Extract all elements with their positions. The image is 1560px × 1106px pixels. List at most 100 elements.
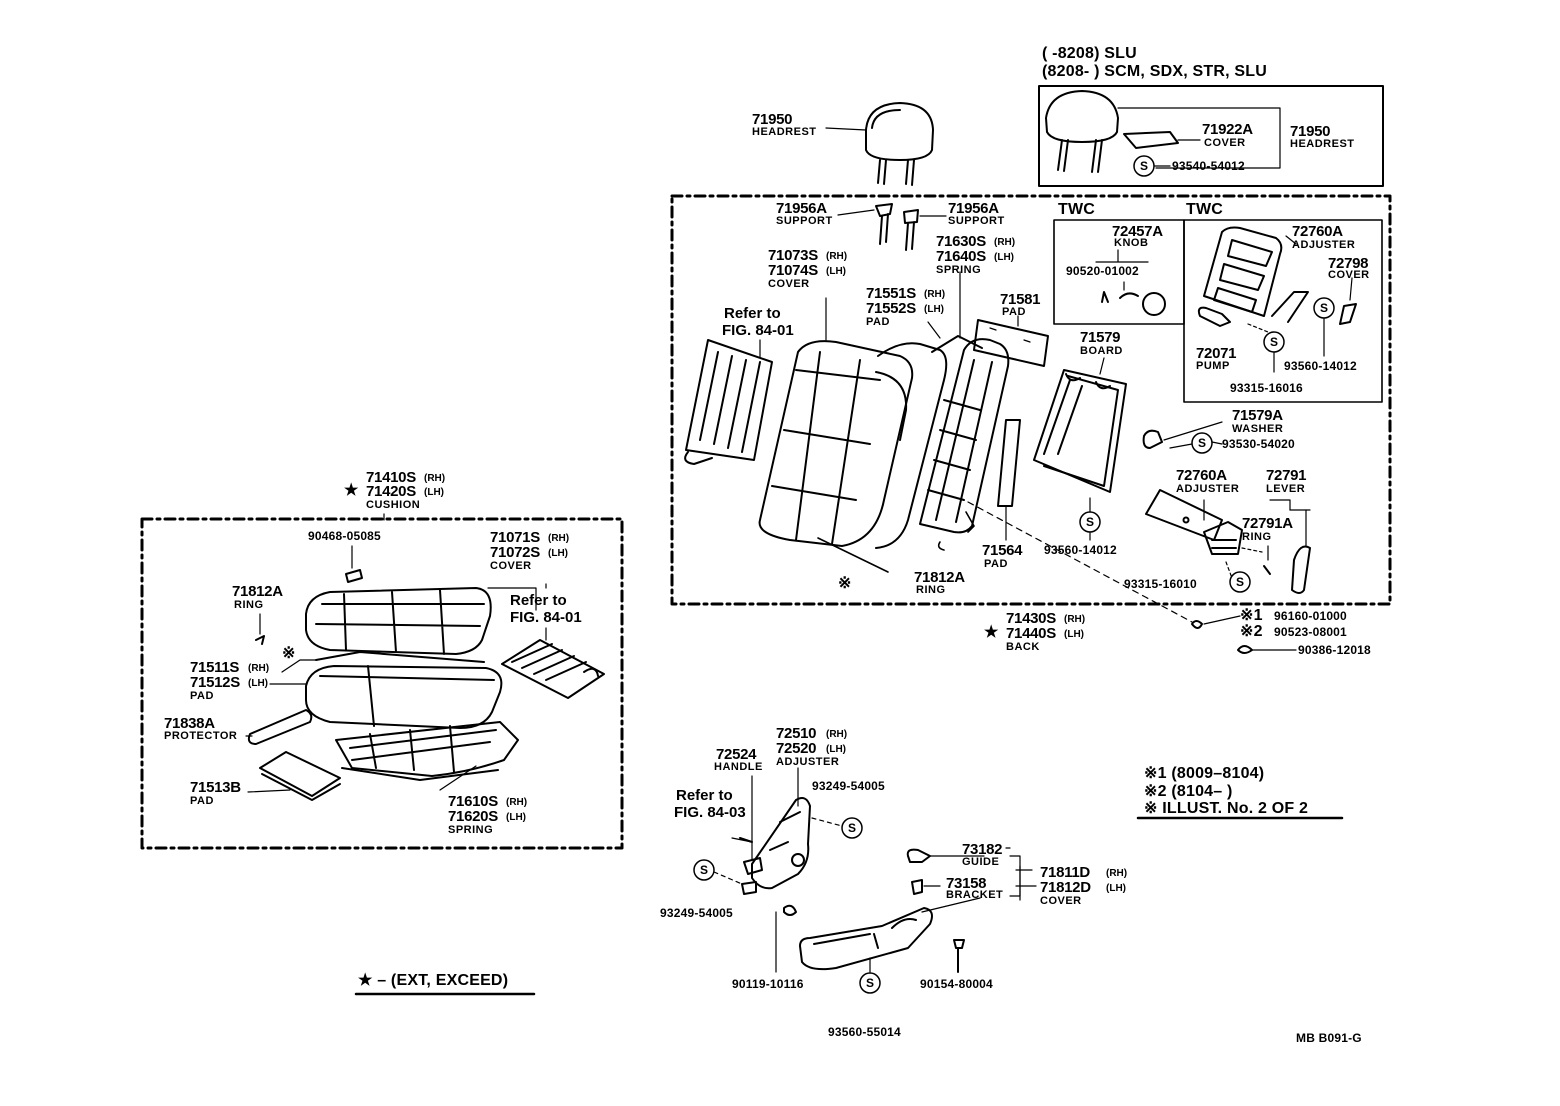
part-71072S: 71072S [490,544,540,561]
part-71922A: 71922A [1202,121,1253,138]
note-2: ※2 (8104– ) [1144,783,1233,800]
part-71956A-right: 71956A [948,200,999,217]
part-name-knob: KNOB [1114,237,1149,249]
part-name-ring-left: RING [234,599,264,611]
part-93249-54005-right: 93249-54005 [812,779,885,793]
part-71513B: 71513B [190,779,241,796]
part-name-headrest-top: HEADREST [752,126,817,138]
part-name-lever: LEVER [1266,483,1306,495]
part-73158: 73158 [946,875,987,892]
part-name-cover-back: COVER [768,278,810,290]
twc-adjuster-box [1183,219,1383,403]
cushion-drawing [247,569,605,801]
s-mark: S [848,821,857,835]
lh-label-1: (LH) [826,266,846,277]
s-mark: S [1320,301,1329,315]
part-71579: 71579 [1080,329,1121,346]
part-name-protector: PROTECTOR [164,730,238,742]
part-name-ring-72791A: RING [1242,531,1272,543]
s-mark: S [1140,159,1149,173]
s-mark: S [1198,436,1207,450]
part-90119-10116: 90119-10116 [732,977,804,991]
fig-84-03-label: FIG. 84-03 [674,804,746,821]
slu-range-label: ( -8208) SLU [1042,45,1137,62]
part-name-ring-mid: RING [916,584,946,596]
washer-drawing [1142,429,1163,449]
part-90468-05085: 90468-05085 [308,529,381,543]
lh-label-3: (LH) [924,304,944,315]
part-93560-55014: 93560-55014 [828,1025,901,1039]
star-note: ★ – (EXT, EXCEED) [358,972,509,989]
part-72760A-top: 72760A [1292,223,1343,240]
part-72798: 72798 [1328,255,1369,272]
lh-label-10: (LH) [1106,883,1126,894]
part-72760A-mid: 72760A [1176,467,1227,484]
part-name-guide: GUIDE [962,856,1000,868]
part-name-spring-cushion: SPRING [448,824,494,836]
part-name-adjuster-bottom: ADJUSTER [776,756,840,768]
part-93530-54020: 93530-54020 [1222,437,1295,451]
part-name-cover-71811D: COVER [1040,895,1082,907]
rh-label-1: (RH) [826,251,848,262]
asterisk-1: ※1 [1240,607,1263,624]
seat-adjuster-drawing [739,797,811,916]
part-72510: 72510 [776,725,817,742]
part-71420S: 71420S [366,483,416,500]
asterisk-2: ※2 [1240,623,1263,640]
part-72791: 72791 [1266,467,1307,484]
refer-to-label-2: Refer to [510,592,567,609]
adjuster-72760A-drawing [1145,489,1243,555]
part-name-support-left: SUPPORT [776,215,833,227]
part-93249-54005-left: 93249-54005 [660,906,733,920]
part-90154-80004: 90154-80004 [920,977,993,991]
pad-71564-drawing [997,419,1021,507]
s-mark: S [1236,575,1245,589]
part-71512S: 71512S [190,674,240,691]
part-name-adjuster-top: ADJUSTER [1292,239,1356,251]
part-name-cover-cushion: COVER [490,560,532,572]
slu-range-label-2: (8208- ) SCM, SDX, STR, SLU [1042,63,1267,80]
cushion-group-border [140,517,624,850]
part-93560-14012-mid: 93560-14012 [1044,543,1117,557]
part-72520: 72520 [776,740,817,757]
part-name-pad-71581: PAD [1002,306,1026,318]
part-71610S: 71610S [448,793,498,810]
part-71552S: 71552S [866,300,916,317]
slu-headrest-box [1038,85,1384,187]
part-name-washer: WASHER [1232,423,1284,435]
back-cover-panel-drawing [684,339,773,465]
fig-84-01-label-1: FIG. 84-01 [722,322,794,339]
note-3: ※ ILLUST. No. 2 OF 2 [1144,800,1309,817]
part-name-bracket: BRACKET [946,889,1004,901]
s-mark: S [1086,515,1095,529]
rh-label-2: (RH) [994,237,1016,248]
part-name-handle: HANDLE [714,761,763,773]
part-93315-16016: 93315-16016 [1230,381,1303,395]
twc-label-2: TWC [1186,201,1224,218]
part-71074S: 71074S [768,262,818,279]
figure-code: MB B091-G [1296,1031,1362,1045]
part-71581: 71581 [1000,291,1041,308]
lh-label-4: (LH) [1064,629,1084,640]
rh-label-6: (RH) [548,533,570,544]
part-name-pad-71511: PAD [190,690,214,702]
part-93540-54012: 93540-54012 [1172,159,1245,173]
rh-label-10: (RH) [1106,868,1128,879]
part-71950-box: 71950 [1290,123,1331,140]
headrest-drawing [865,102,934,186]
part-71812D: 71812D [1040,879,1091,896]
part-73182: 73182 [962,841,1003,858]
part-71410S: 71410S [366,469,416,486]
support-drawing [875,203,919,251]
part-name-board: BOARD [1080,345,1123,357]
part-71640S: 71640S [936,248,986,265]
lh-label-5: (LH) [424,487,444,498]
seat-back-drawing [758,340,948,549]
pad-71581-drawing [973,319,1049,367]
part-93560-14012-top: 93560-14012 [1284,359,1357,373]
rh-label-4: (RH) [1064,614,1086,625]
part-71071S: 71071S [490,529,540,546]
part-name-adjuster-mid: ADJUSTER [1176,483,1240,495]
